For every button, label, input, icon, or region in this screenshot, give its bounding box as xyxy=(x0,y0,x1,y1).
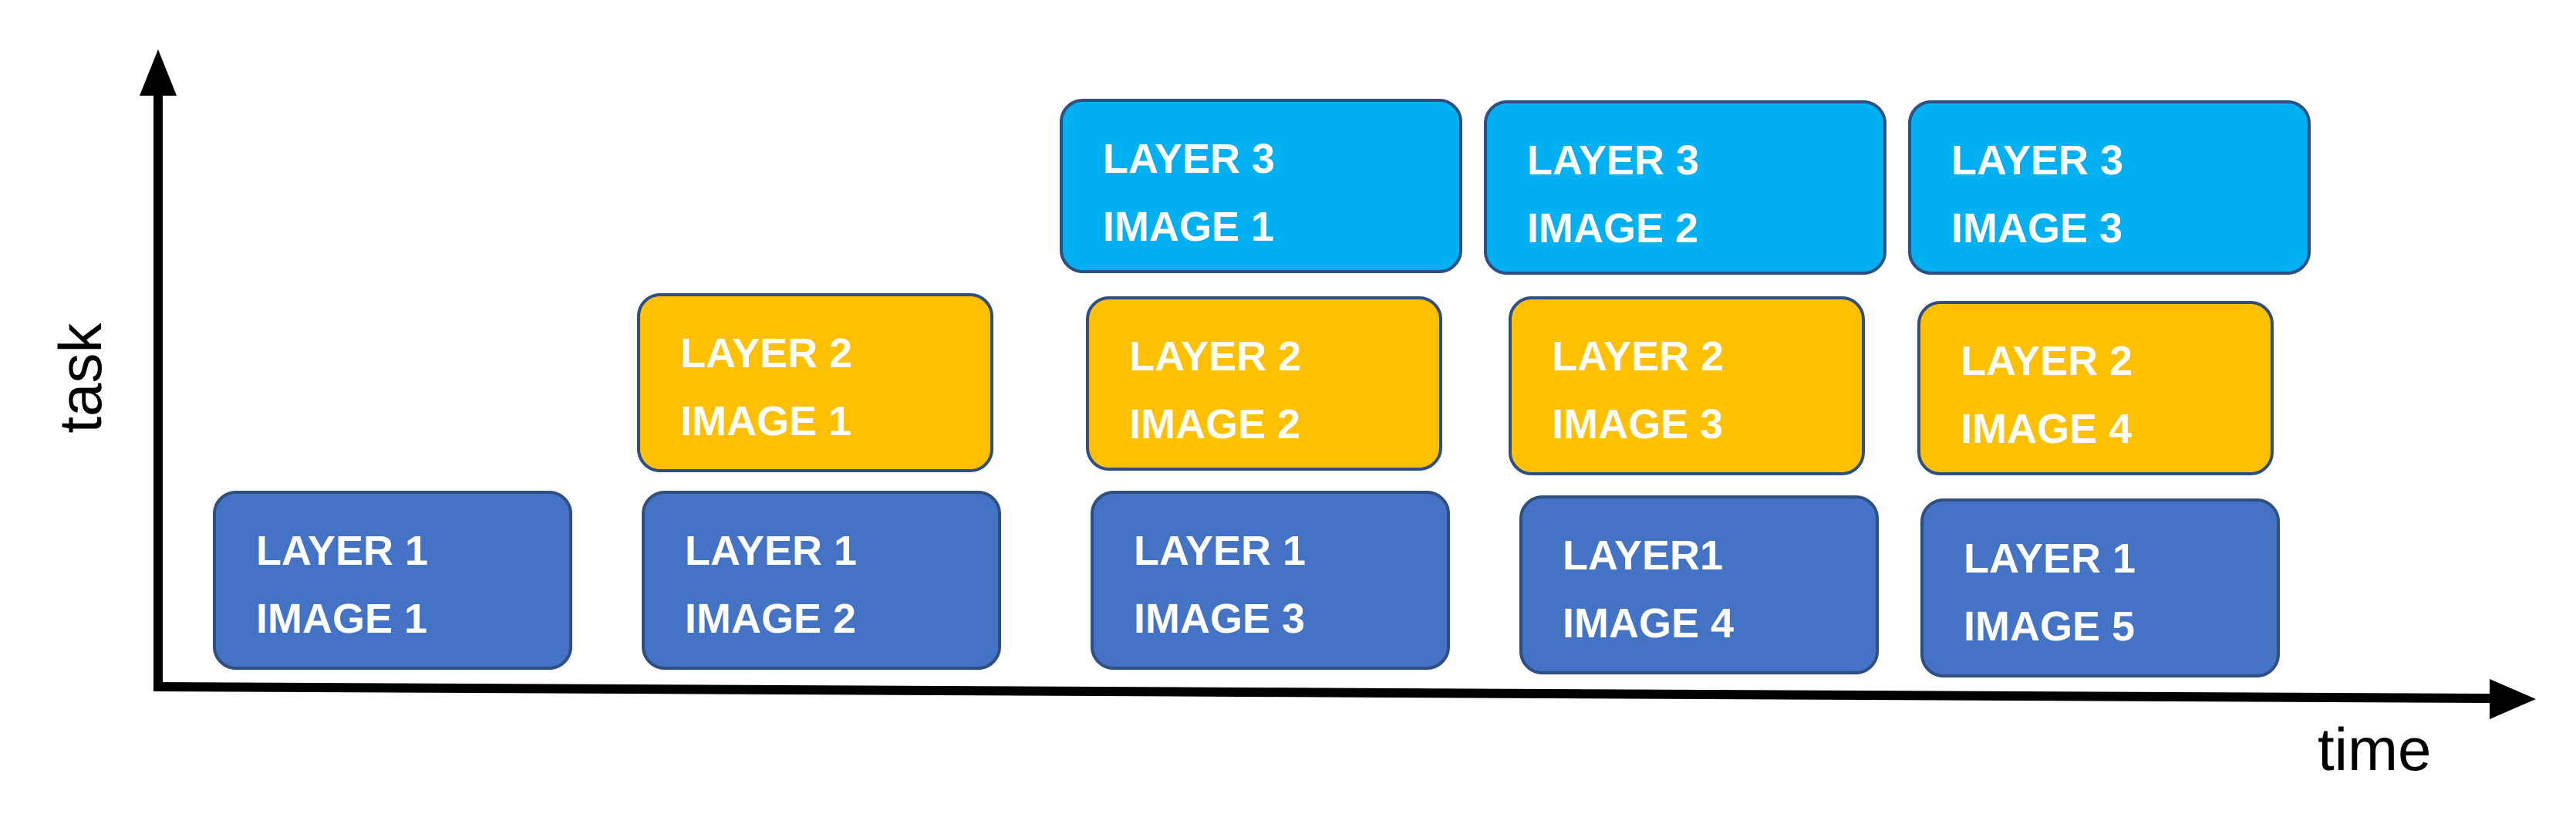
task-box-layer2-image3: LAYER 2 IMAGE 3 xyxy=(1509,296,1865,475)
task-box-image-text: IMAGE 1 xyxy=(680,398,852,444)
task-box-layer-text: LAYER 2 xyxy=(1961,338,2133,384)
task-box-layer3-image1: LAYER 3 IMAGE 1 xyxy=(1060,99,1462,273)
task-box-image-text: IMAGE 3 xyxy=(1951,205,2123,252)
task-box-layer-text: LAYER 3 xyxy=(1103,136,1276,182)
y-axis-arrowhead xyxy=(140,49,177,96)
task-box-image-text: IMAGE 1 xyxy=(256,596,428,642)
task-box-layer-text: LAYER1 xyxy=(1563,532,1724,579)
task-box-layer-text: LAYER 1 xyxy=(256,528,429,574)
task-box-layer1-image2: LAYER 1 IMAGE 2 xyxy=(642,491,1001,670)
x-axis-arrowhead xyxy=(2490,679,2536,719)
task-box-layer-text: LAYER 1 xyxy=(1964,536,2136,582)
task-box-layer2-image4: LAYER 2 IMAGE 4 xyxy=(1917,301,2274,475)
task-box-layer3-image3: LAYER 3 IMAGE 3 xyxy=(1908,100,2311,275)
task-box-layer1-image5: LAYER 1 IMAGE 5 xyxy=(1920,498,2280,677)
task-box-layer-text: LAYER 2 xyxy=(1552,333,1725,380)
task-box-image-text: IMAGE 3 xyxy=(1552,401,1724,448)
task-box-layer-text: LAYER 3 xyxy=(1951,137,2124,184)
task-box-image-text: IMAGE 5 xyxy=(1964,603,2136,650)
task-box-image-text: IMAGE 3 xyxy=(1134,596,1306,642)
task-box-layer-text: LAYER 1 xyxy=(685,528,858,574)
task-box-layer1-image1: LAYER 1 IMAGE 1 xyxy=(213,491,572,670)
y-axis-label: task xyxy=(46,323,114,434)
task-box-image-text: IMAGE 4 xyxy=(1961,406,2133,452)
task-box-layer1-image4: LAYER1 IMAGE 4 xyxy=(1519,495,1879,674)
task-box-layer-text: LAYER 3 xyxy=(1527,137,1700,184)
task-box-layer-text: LAYER 2 xyxy=(1129,333,1302,380)
task-box-image-text: IMAGE 2 xyxy=(1527,205,1699,252)
task-box-layer1-image3: LAYER 1 IMAGE 3 xyxy=(1091,491,1450,670)
task-box-image-text: IMAGE 1 xyxy=(1103,204,1275,250)
task-box-image-text: IMAGE 2 xyxy=(685,596,857,642)
task-box-image-text: IMAGE 2 xyxy=(1129,401,1301,448)
task-box-layer2-image2: LAYER 2 IMAGE 2 xyxy=(1086,296,1442,471)
x-axis-line xyxy=(153,682,2492,703)
task-box-layer-text: LAYER 1 xyxy=(1134,528,1307,574)
task-box-image-text: IMAGE 4 xyxy=(1563,600,1735,647)
task-box-layer-text: LAYER 2 xyxy=(680,330,853,377)
task-box-layer2-image1: LAYER 2 IMAGE 1 xyxy=(637,293,993,472)
x-axis-label: time xyxy=(2318,715,2432,783)
task-box-layer3-image2: LAYER 3 IMAGE 2 xyxy=(1484,100,1886,275)
